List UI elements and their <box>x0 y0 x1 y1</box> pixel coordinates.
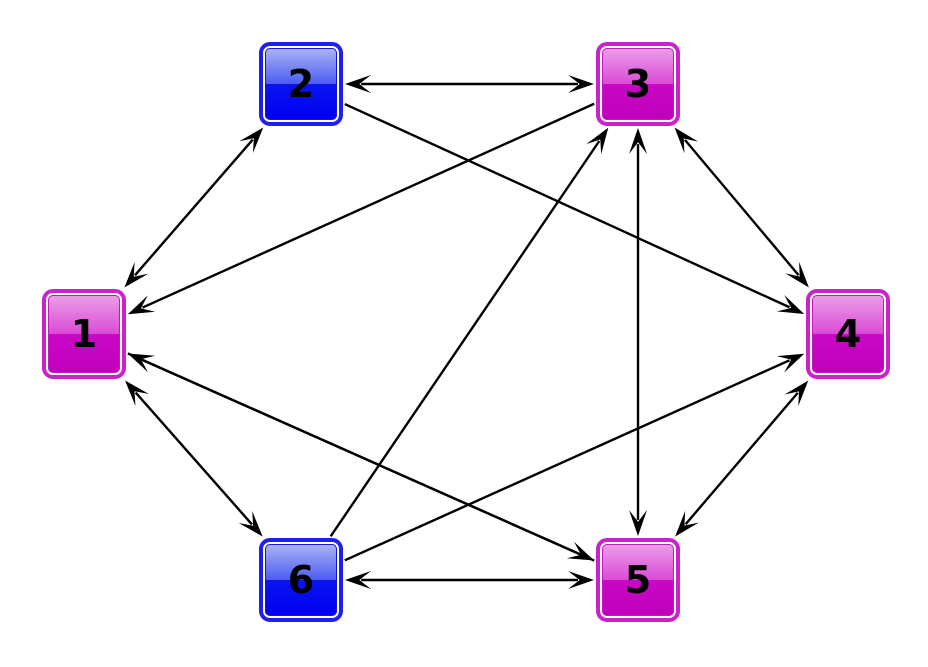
edge-line-e-6-3 <box>329 140 601 538</box>
graph-node-3[interactable]: 3 <box>596 42 680 126</box>
edge-line-e-6-4 <box>344 359 790 562</box>
graph-edge-e-1-5[interactable] <box>127 352 595 561</box>
arrowhead-3-to-4 <box>785 261 809 288</box>
node-face-3 <box>602 48 674 120</box>
node-face-1 <box>48 295 120 373</box>
arrowhead-6-to-1 <box>125 380 149 406</box>
arrowhead-6-to-5 <box>568 571 594 589</box>
edge-line-e-3-1 <box>142 102 595 309</box>
arrowhead-1-to-5 <box>566 541 595 561</box>
arrowhead-3-to-5 <box>629 510 647 536</box>
arrowhead-3-to-1 <box>127 295 156 315</box>
arrowhead-6-to-3 <box>586 127 609 155</box>
edge-line-e-4-5 <box>684 392 799 525</box>
node-inner-ring-5 <box>600 542 676 618</box>
arrowhead-2-to-4 <box>776 294 805 314</box>
node-label-4: 4 <box>834 312 862 356</box>
graph-node-4[interactable]: 4 <box>806 289 890 379</box>
node-face-2 <box>265 48 337 120</box>
graph-edge-e-4-5[interactable] <box>675 380 809 537</box>
arrowhead-1-to-2 <box>239 127 264 154</box>
graph-edge-e-1-2[interactable] <box>124 127 264 288</box>
arrowhead-4-to-5 <box>675 510 699 537</box>
graph-edge-e-1-6[interactable] <box>125 380 263 537</box>
node-face-5 <box>602 544 674 616</box>
edge-line-e-1-5 <box>127 352 580 556</box>
arrowhead-5-to-6 <box>345 571 371 589</box>
node-label-2: 2 <box>287 62 315 106</box>
arrowhead-4-to-3 <box>674 127 699 154</box>
edge-line-e-2-4 <box>344 102 791 309</box>
node-inner-ring-6 <box>263 542 339 618</box>
arrowhead-1-to-6 <box>238 511 263 537</box>
graph-edge-e-6-4[interactable] <box>344 353 805 562</box>
arrowhead-2-to-1 <box>124 261 149 288</box>
arrowhead-5-to-3 <box>629 128 647 154</box>
graph-node-5[interactable]: 5 <box>596 538 680 622</box>
node-label-5: 5 <box>624 558 652 602</box>
graph-edge-e-6-3[interactable] <box>329 127 609 538</box>
arrowhead-6-to-4 <box>776 353 805 373</box>
edge-line-e-1-6 <box>134 391 253 526</box>
graph-edge-e-3-4[interactable] <box>674 127 809 288</box>
node-inner-ring-4 <box>810 293 886 375</box>
graph-edge-e-5-6[interactable] <box>345 571 594 589</box>
graph-edge-e-2-4[interactable] <box>344 102 805 314</box>
node-inner-ring-3 <box>600 46 676 122</box>
graph-edge-e-3-5[interactable] <box>629 128 647 536</box>
graph-node-2[interactable]: 2 <box>259 42 343 126</box>
graph-node-6[interactable]: 6 <box>259 538 343 622</box>
edge-line-e-3-4 <box>684 139 800 276</box>
arrowhead-2-to-3 <box>568 75 594 93</box>
node-inner-ring-1 <box>46 293 122 375</box>
arrowhead-5-to-4 <box>784 380 809 407</box>
arrowhead-5-to-1 <box>127 353 156 373</box>
graph-node-1[interactable]: 1 <box>42 289 126 379</box>
graph-edge-e-3-1[interactable] <box>127 102 595 315</box>
node-face-4 <box>812 295 884 373</box>
edge-line-e-1-2 <box>134 138 254 277</box>
node-label-3: 3 <box>624 62 652 106</box>
node-label-1: 1 <box>70 312 98 356</box>
node-face-6 <box>265 544 337 616</box>
node-inner-ring-2 <box>263 46 339 122</box>
graph-edge-e-2-3[interactable] <box>345 75 594 93</box>
arrowhead-3-to-2 <box>345 75 371 93</box>
node-label-6: 6 <box>287 558 315 602</box>
